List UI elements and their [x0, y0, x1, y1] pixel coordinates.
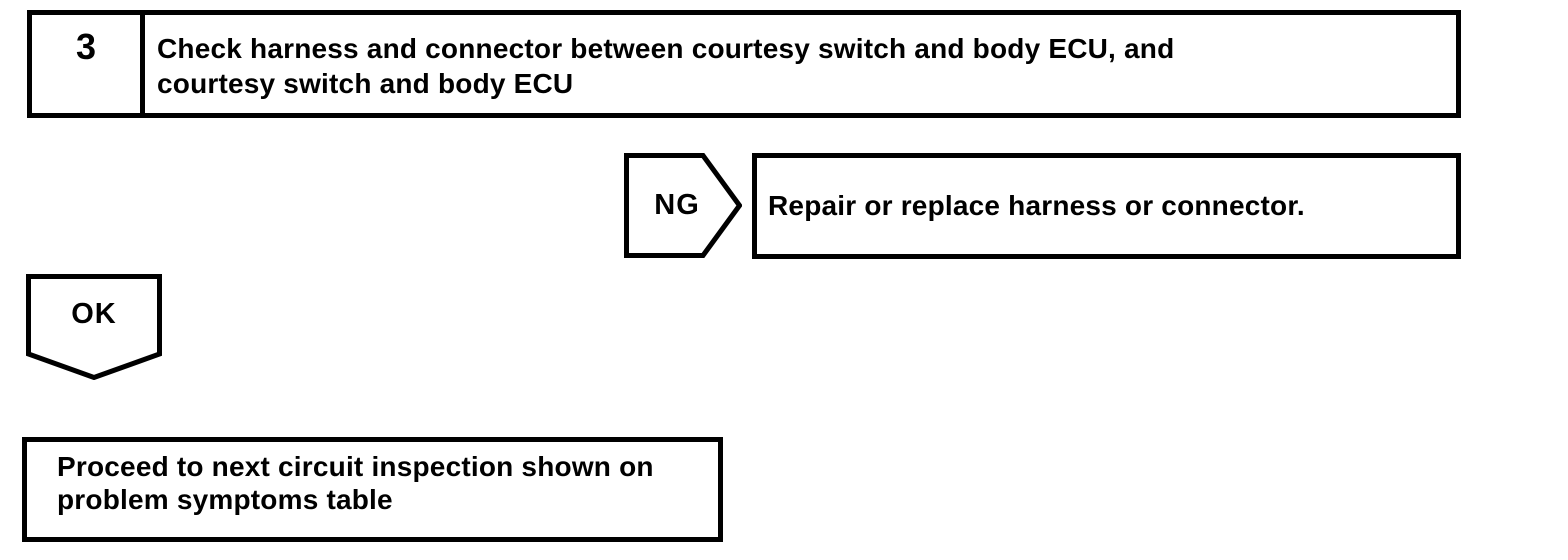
ok-pentagon-icon — [26, 274, 162, 380]
step-title-line-1: Check harness and connector between cour… — [157, 33, 1175, 64]
ng-pentagon-icon — [624, 153, 742, 258]
ok-action-line-1: Proceed to next circuit inspection shown… — [57, 451, 654, 482]
step-number: 3 — [32, 15, 145, 113]
ng-action-box: Repair or replace harness or connector. — [752, 153, 1461, 259]
step-title-line-2: courtesy switch and body ECU — [157, 68, 574, 99]
ok-action-line-2: problem symptoms table — [57, 484, 393, 515]
step-title: Check harness and connector between cour… — [145, 15, 1456, 113]
ok-label: OK — [71, 297, 117, 330]
step-box: 3 Check harness and connector between co… — [27, 10, 1461, 118]
ng-action-text: Repair or replace harness or connector. — [768, 190, 1305, 221]
ok-action-box: Proceed to next circuit inspection shown… — [22, 437, 723, 542]
ok-connector: OK — [26, 274, 162, 380]
ng-label: NG — [654, 189, 700, 221]
ng-connector: NG — [624, 153, 742, 258]
